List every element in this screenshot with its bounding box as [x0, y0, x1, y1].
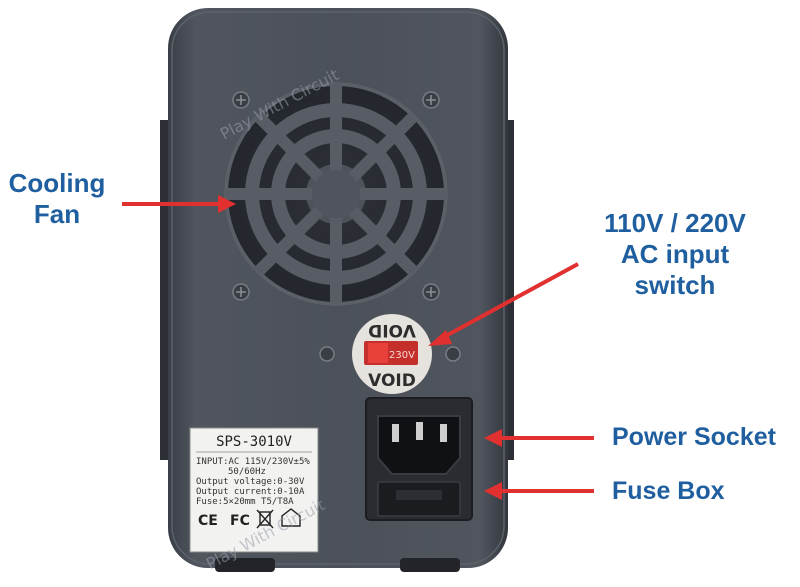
ce-mark: CE — [198, 513, 218, 529]
svg-text:VOID: VOID — [368, 320, 416, 340]
fc-mark: FC — [230, 513, 250, 529]
svg-text:Output current:0-10A: Output current:0-10A — [196, 487, 305, 497]
svg-text:VOID: VOID — [368, 371, 416, 391]
callout-switch-line1: 110V / 220V — [604, 208, 746, 238]
svg-text:Output voltage:0-30V: Output voltage:0-30V — [196, 477, 305, 487]
callout-fan-line1: Cooling — [8, 168, 106, 198]
callout-arrows — [122, 195, 594, 500]
callout-fan-line2: Fan — [33, 199, 81, 230]
svg-text:SPS-3010V: SPS-3010V — [216, 434, 292, 450]
svg-text:Fuse:5×20mm T5/T8A: Fuse:5×20mm T5/T8A — [196, 497, 294, 507]
callout-ac-switch: 110V / 220V AC input switch — [560, 208, 790, 302]
arrow-power-socket — [484, 429, 594, 447]
callout-fuse-box: Fuse Box — [612, 477, 725, 505]
weee-bin-icon — [256, 509, 274, 529]
arrow-fan — [122, 195, 236, 213]
callout-switch-line3: switch — [634, 270, 716, 301]
svg-text:230V: 230V — [389, 350, 415, 361]
svg-text:50/60Hz: 50/60Hz — [228, 467, 266, 477]
callout-power-socket: Power Socket — [612, 423, 776, 451]
switch-screws — [319, 346, 461, 362]
rating-label-plate: SPS-3010V INPUT:AC 115V/230V±5% 50/60Hz … — [189, 427, 319, 553]
svg-text:INPUT:AC 115V/230V±5%: INPUT:AC 115V/230V±5% — [196, 457, 310, 467]
indoor-use-icon — [281, 508, 301, 527]
callout-switch-line2: AC input — [620, 239, 730, 270]
cooling-fan-grille — [224, 82, 448, 306]
callout-cooling-fan: Cooling Fan — [2, 168, 112, 230]
arrow-fuse-box — [484, 482, 594, 500]
arrow-switch — [428, 262, 579, 346]
power-socket-module — [365, 397, 473, 521]
case-foot-left — [215, 558, 275, 572]
voltage-selector-switch: 230V — [364, 341, 418, 365]
case-foot-right — [400, 558, 460, 572]
